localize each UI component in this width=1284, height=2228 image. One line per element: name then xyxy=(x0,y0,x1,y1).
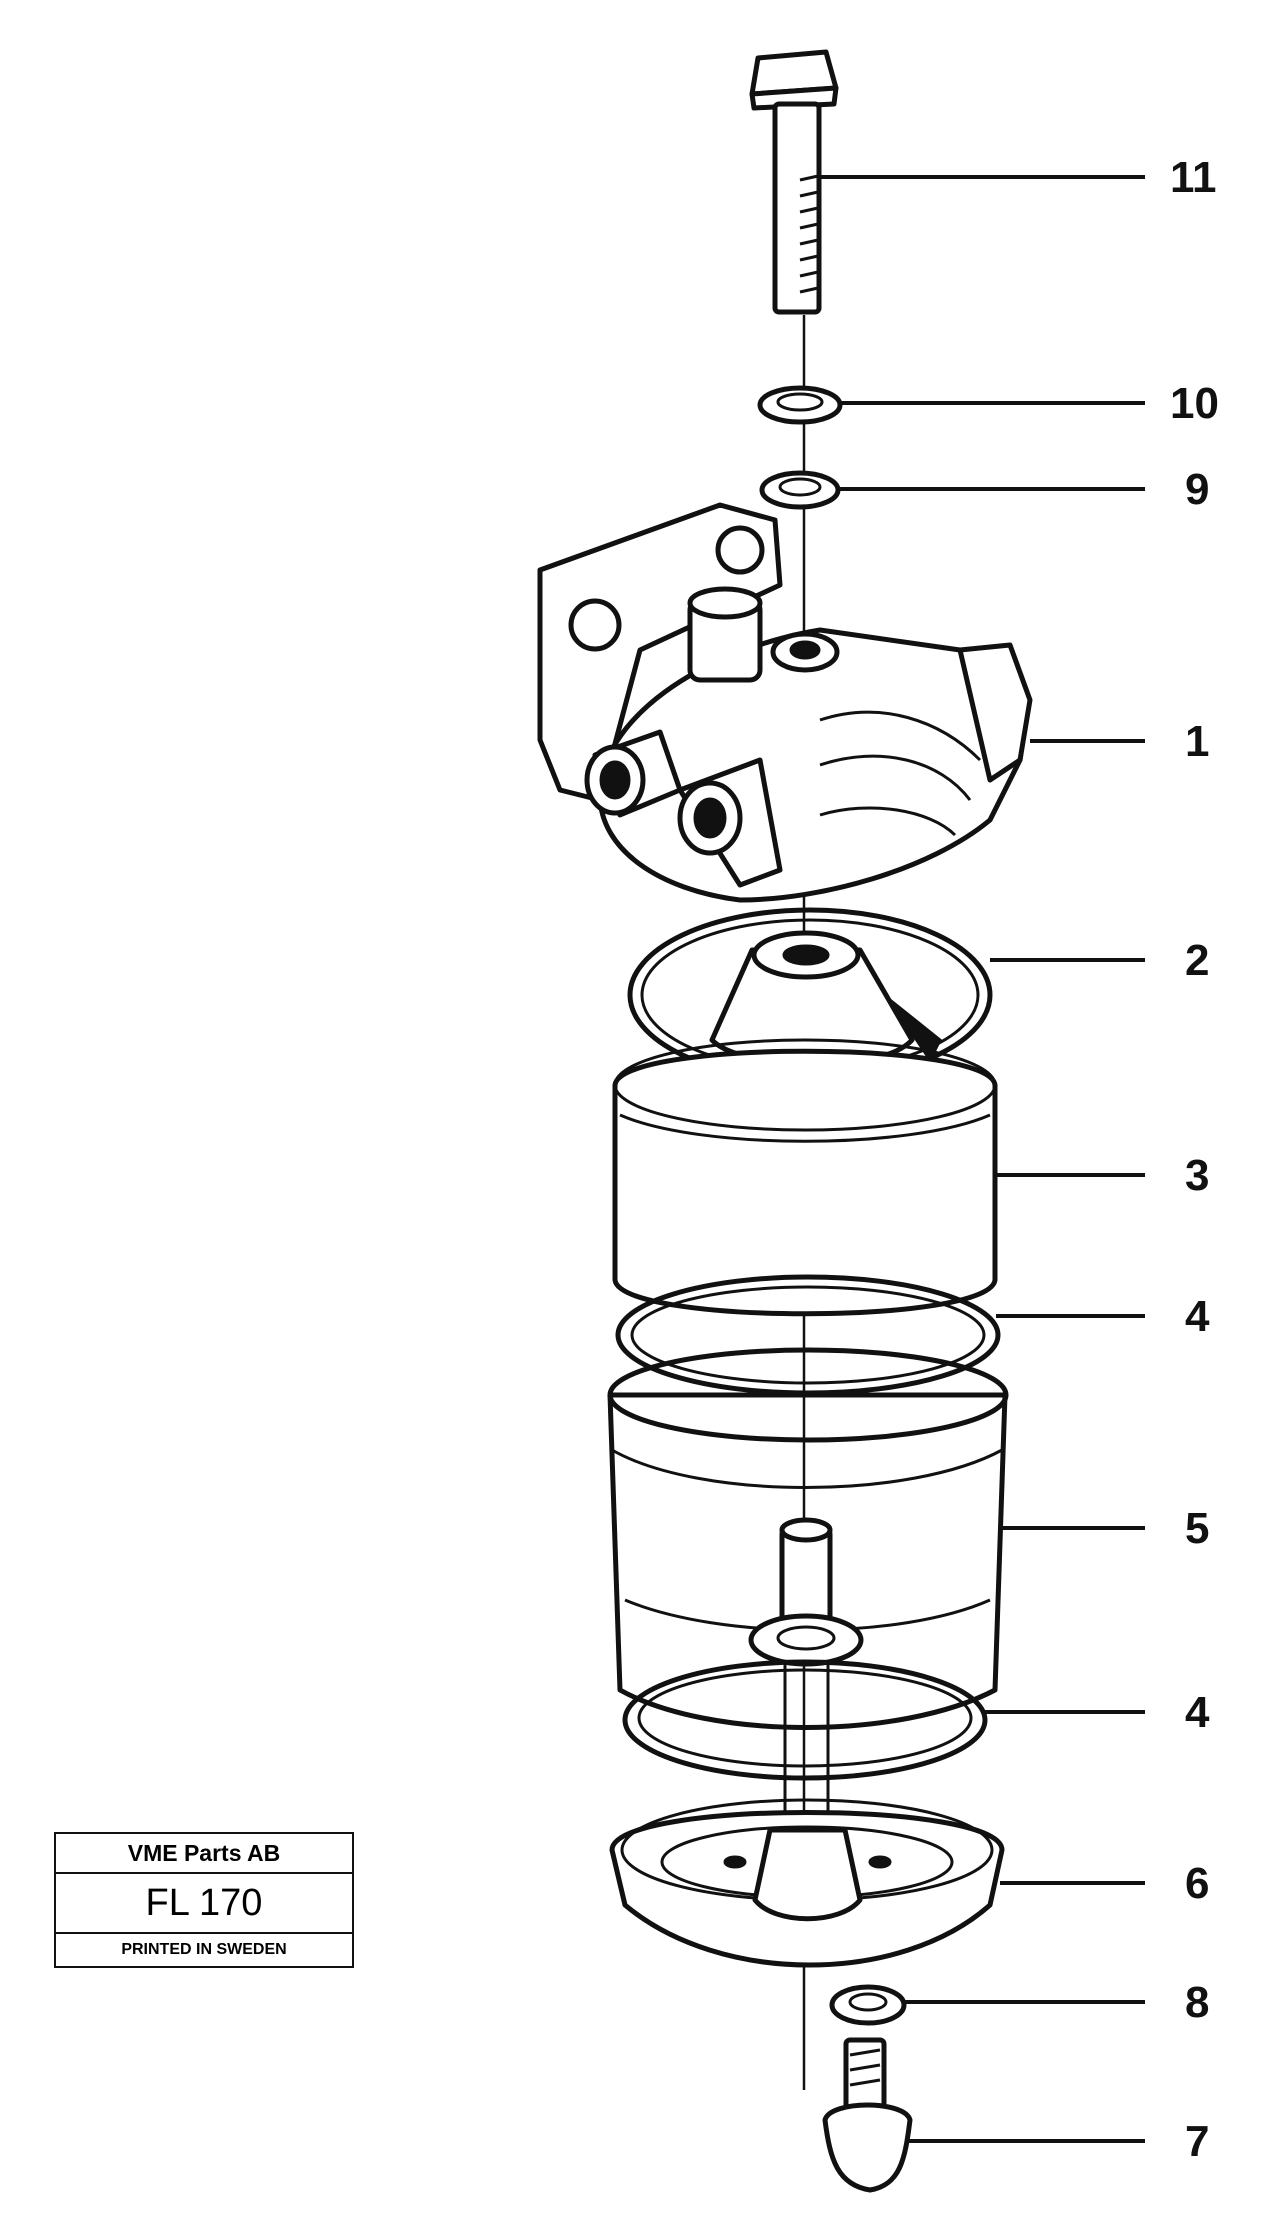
callout-label-7: 7 xyxy=(1185,2117,1209,2166)
printed-note: PRINTED IN SWEDEN xyxy=(121,1941,287,1958)
callout-label-10: 10 xyxy=(1170,379,1219,428)
washer-8-part xyxy=(829,1984,907,2026)
callout-label-8: 8 xyxy=(1185,1978,1209,2027)
bowl-part xyxy=(607,1347,1009,1820)
callout-label-11: 11 xyxy=(1170,153,1217,202)
sealing-ring-4-lower-part xyxy=(622,1659,988,1781)
drawing-code: FL 170 xyxy=(56,1874,352,1934)
company-name: VME Parts AB xyxy=(56,1834,352,1874)
callout-label-5: 5 xyxy=(1185,1504,1209,1553)
washer-10-part xyxy=(757,385,843,425)
callout-label-3: 3 xyxy=(1185,1151,1209,1200)
callout-label-4b: 4 xyxy=(1185,1688,1210,1737)
callout-label-1: 1 xyxy=(1185,717,1209,766)
seal-ring-9-part xyxy=(759,470,841,510)
drain-plug-part xyxy=(822,2037,913,2193)
title-block: VME Parts AB FL 170 PRINTED IN SWEDEN xyxy=(54,1832,354,1968)
callout-label-6: 6 xyxy=(1185,1859,1209,1908)
callout-label-9: 9 xyxy=(1185,465,1209,514)
callout-label-2: 2 xyxy=(1185,936,1209,985)
base-part xyxy=(609,1798,1005,1968)
bolt-part xyxy=(749,49,839,315)
filter-element-part xyxy=(612,930,998,1317)
filter-head-part xyxy=(537,502,1033,903)
callout-label-4a: 4 xyxy=(1185,1292,1210,1341)
